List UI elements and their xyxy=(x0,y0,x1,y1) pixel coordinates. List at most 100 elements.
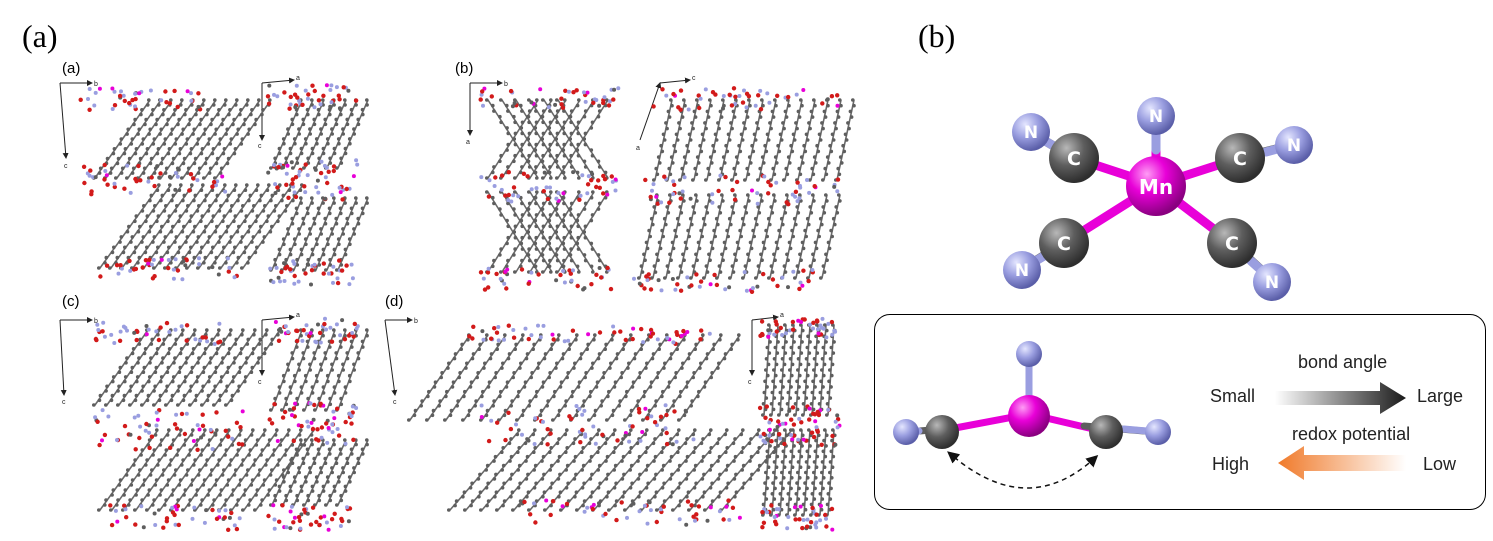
chain-a1-bot xyxy=(240,183,304,270)
chain-d1-bot xyxy=(559,428,633,512)
chain-a1-top xyxy=(103,98,162,180)
chain-a1-bot xyxy=(207,183,271,270)
chain-d1-top xyxy=(659,333,723,422)
chain-d1-bot xyxy=(575,428,649,512)
ion-cluster-a1-bot xyxy=(98,256,239,282)
chain-a1-bot xyxy=(130,183,194,270)
axis-triad-c1 xyxy=(59,317,93,396)
chain-b2-top xyxy=(704,98,726,182)
chain-d1-bot xyxy=(671,428,745,512)
high-label: High xyxy=(1212,454,1250,474)
ion-cluster-a2-bot xyxy=(268,258,355,287)
chain-b2-top xyxy=(808,98,830,182)
ion-cluster-c1-bot xyxy=(108,503,242,532)
chain-a2-top xyxy=(335,98,369,170)
chain-b1-x4 xyxy=(527,190,581,274)
chain-b2-bot xyxy=(663,193,686,280)
chain-a1-top xyxy=(213,98,272,180)
chain-b2-top xyxy=(730,98,752,182)
chain-d2-top xyxy=(817,323,829,417)
chain-a1-top xyxy=(136,98,195,180)
axis-b-label-b1: b xyxy=(504,81,508,88)
chain-b2-bot xyxy=(715,193,738,280)
chain-a1-top xyxy=(202,98,261,180)
crystal-packing-figure: b c a c b a c a b c a c b c a c xyxy=(59,75,856,532)
bond-angle-label: bond angle xyxy=(1298,352,1388,372)
chain-c2-top xyxy=(324,328,358,412)
legend-arrows xyxy=(1275,382,1406,480)
chain-b2-bot xyxy=(676,193,699,280)
ion-cluster-b1-bot xyxy=(478,265,614,292)
chain-b2-top xyxy=(691,98,713,182)
low-label: Low xyxy=(1423,454,1457,474)
chain-b1-x2 xyxy=(527,98,581,180)
chain-c1-bot xyxy=(109,428,171,512)
chain-d2-bot xyxy=(769,428,781,517)
chain-d1-top xyxy=(497,333,561,422)
atom-c-left-down: C xyxy=(1039,218,1089,268)
subpanel-c-label: (c) xyxy=(62,293,80,310)
chain-a1-top xyxy=(92,98,151,180)
panel-a-label: (a) xyxy=(22,18,58,54)
atom-mn-center: Mn xyxy=(1126,156,1186,216)
chain-a1-bot xyxy=(119,183,183,270)
chain-a2-bot xyxy=(324,196,358,272)
chain-a1-bot xyxy=(196,183,260,270)
axis-a-label-d2: a xyxy=(780,312,784,319)
ion-cluster-d2-top xyxy=(758,316,838,340)
axis-b-label-c1: b xyxy=(94,318,98,325)
frag-c-right xyxy=(1089,415,1123,449)
chain-d1-top xyxy=(677,333,741,422)
atom-n-right-up: N xyxy=(1275,126,1313,164)
chain-d1-top xyxy=(407,333,471,422)
chain-c1-bot xyxy=(217,428,279,512)
axis-b-label-d1: b xyxy=(414,318,418,325)
ion-cluster-b2-bot xyxy=(632,268,815,294)
bent-fragment-diagram xyxy=(893,341,1171,489)
chain-d1-bot xyxy=(479,428,553,512)
chain-c1-bot xyxy=(145,428,207,512)
chain-b2-top xyxy=(743,98,765,182)
ion-cluster-c2-bot xyxy=(266,503,353,532)
chain-d2-bot xyxy=(793,428,805,517)
frag-n-top xyxy=(1016,341,1042,367)
svg-text:Mn: Mn xyxy=(1139,175,1173,199)
chain-a1-top xyxy=(169,98,228,180)
frag-c-left xyxy=(925,415,959,449)
ion-cluster-a1-mid xyxy=(81,162,228,197)
chain-d1-top xyxy=(425,333,489,422)
chain-c1-bot xyxy=(169,428,231,512)
svg-text:N: N xyxy=(1265,273,1279,293)
axis-c-label-b2: c xyxy=(692,75,696,82)
chain-c2-bot xyxy=(302,438,336,507)
chain-a1-top xyxy=(180,98,239,180)
chain-d2-top xyxy=(777,323,789,417)
chain-c1-top xyxy=(92,328,149,407)
large-label: Large xyxy=(1417,386,1464,406)
chain-d1-top xyxy=(533,333,597,422)
chain-b2-bot xyxy=(689,193,712,280)
chain-b2-bot xyxy=(806,193,829,280)
chain-b2-bot xyxy=(637,193,660,280)
bond-angle-legend-box xyxy=(874,314,1486,510)
ion-cluster-b1-mid xyxy=(479,170,619,204)
axis-b-label-a1: b xyxy=(94,81,98,88)
chain-b2-bot xyxy=(819,193,842,280)
chain-d1-bot xyxy=(655,428,729,512)
ion-cluster-c1-top xyxy=(93,320,223,346)
redox-potential-label: redox potential xyxy=(1292,424,1411,444)
axis-a-label-c2: a xyxy=(296,312,300,319)
chain-b2-bot xyxy=(702,193,725,280)
chain-a2-top xyxy=(313,98,347,170)
chain-b1-x1 xyxy=(541,98,595,180)
atom-c-right-down: C xyxy=(1207,218,1257,268)
chain-b2-bot xyxy=(793,193,816,280)
axis-triad-b1 xyxy=(467,80,503,136)
chain-a1-bot xyxy=(97,183,161,270)
chain-b2-bot xyxy=(754,193,777,280)
ion-cluster-a2-mid xyxy=(266,158,360,202)
panel-b-label: (b) xyxy=(918,18,956,54)
chain-c1-bot xyxy=(121,428,183,512)
chain-d2-top xyxy=(801,323,813,417)
axis-triad-c2 xyxy=(259,314,295,376)
